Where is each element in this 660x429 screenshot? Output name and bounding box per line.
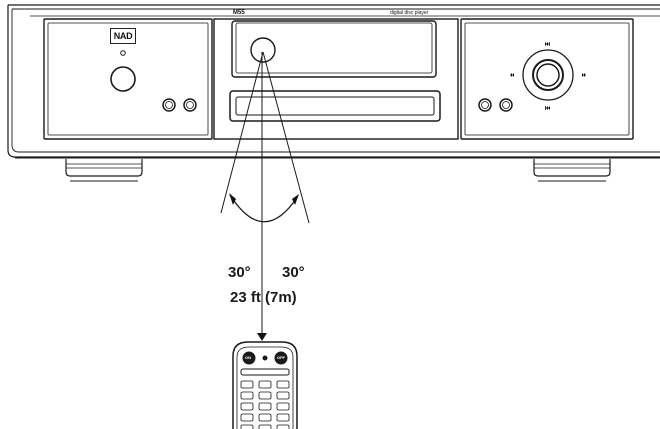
- range-line-left: [220, 51, 264, 214]
- angle-left-label: 30°: [228, 264, 251, 281]
- remote-off-button[interactable]: [274, 351, 288, 365]
- player-feet: [65, 159, 611, 182]
- brand-logo: NAD: [110, 28, 136, 44]
- remote-display-slot: [240, 368, 290, 376]
- remote-on-label: ON: [245, 355, 251, 360]
- remote-led: [262, 355, 268, 361]
- skip-forward-icon: [545, 42, 550, 46]
- rewind-icon: [510, 73, 514, 77]
- arrow-to-remote: [257, 333, 267, 341]
- skip-back-icon: [545, 106, 550, 110]
- power-knob[interactable]: [110, 66, 136, 92]
- right-panel: [460, 18, 634, 140]
- model-label: M55: [233, 10, 245, 16]
- indicator-led: [120, 50, 126, 56]
- remote-control: [232, 341, 298, 429]
- ir-range-lines: [220, 51, 310, 335]
- disc-player: [7, 4, 660, 159]
- fast-forward-icon: [582, 73, 586, 77]
- range-line-right: [262, 51, 310, 224]
- center-panel: [213, 18, 459, 140]
- jog-dial-center[interactable]: [536, 63, 560, 87]
- ir-sensor: [250, 37, 276, 63]
- remote-off-label: OFF: [277, 355, 285, 360]
- arc-arrowheads: [229, 193, 299, 341]
- player-subtitle: digital disc player: [390, 10, 429, 16]
- left-panel: [43, 18, 213, 140]
- angle-arc: [229, 194, 299, 223]
- distance-label: 23 ft (7m): [230, 289, 297, 306]
- remote-on-button[interactable]: [242, 351, 256, 365]
- angle-right-label: 30°: [282, 264, 305, 281]
